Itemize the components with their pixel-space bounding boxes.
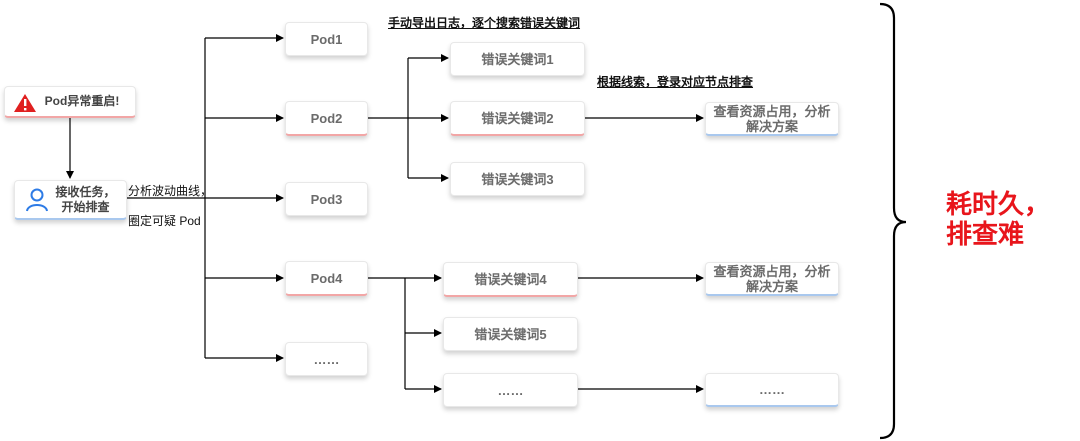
login-node-note: 根据线索，登录对应节点排查 xyxy=(597,75,754,89)
keyword-box-more: …… xyxy=(443,373,578,407)
analysis-label-line2: 圈定可疑 Pod xyxy=(128,214,201,228)
keyword-label: 错误关键词5 xyxy=(474,326,547,342)
analysis-label-line1: 分析波动曲线， xyxy=(128,184,213,198)
solution-line1: 查看资源占用，分析 xyxy=(713,263,831,279)
pod-label: Pod2 xyxy=(310,110,343,126)
keyword-box-5: 错误关键词5 xyxy=(443,317,578,351)
task-box: 接收任务， 开始排查 xyxy=(14,180,127,220)
keyword-label: 错误关键词2 xyxy=(481,110,554,126)
pod-box-2: Pod2 xyxy=(285,101,368,136)
right-brace xyxy=(879,2,907,440)
keyword-label: 错误关键词3 xyxy=(481,171,554,187)
pod-label: Pod4 xyxy=(310,270,343,286)
keyword-box-2: 错误关键词2 xyxy=(450,101,585,136)
pod-box-3: Pod3 xyxy=(285,182,368,216)
conclusion-line2: 排查难 xyxy=(946,220,1025,250)
solution-line1: 查看资源占用，分析 xyxy=(713,103,831,119)
solution-line2: 解决方案 xyxy=(745,278,798,294)
conclusion-text: 耗时久， 排查难 xyxy=(946,190,1050,250)
solution-box-1: 查看资源占用，分析 解决方案 xyxy=(705,102,839,136)
conclusion-line1: 耗时久， xyxy=(946,190,1051,220)
pod-label: Pod3 xyxy=(310,191,343,207)
solution-line2: 解决方案 xyxy=(745,118,798,134)
task-label-line2: 开始排查 xyxy=(61,199,110,214)
pod-label: Pod1 xyxy=(310,31,343,47)
pod-label: …… xyxy=(313,351,340,367)
ellipsis-box: …… xyxy=(705,373,839,407)
user-icon xyxy=(26,188,48,212)
pod-box-1: Pod1 xyxy=(285,22,368,56)
keyword-box-1: 错误关键词1 xyxy=(450,42,585,76)
pod-box-more: …… xyxy=(285,342,368,376)
task-label-line1: 接收任务， xyxy=(55,184,116,199)
pod-box-4: Pod4 xyxy=(285,261,368,296)
keyword-box-4: 错误关键词4 xyxy=(443,262,578,297)
export-logs-note: 手动导出日志，逐个搜索错误关键词 xyxy=(388,16,581,30)
solution-box-2: 查看资源占用，分析 解决方案 xyxy=(705,262,839,296)
alert-label: Pod异常重启! xyxy=(44,94,120,108)
ellipsis-label: …… xyxy=(759,382,785,397)
keyword-label: 错误关键词1 xyxy=(481,51,554,67)
alert-box: Pod异常重启! xyxy=(4,86,136,118)
keyword-label: …… xyxy=(497,382,524,398)
keyword-box-3: 错误关键词3 xyxy=(450,162,585,196)
keyword-label: 错误关键词4 xyxy=(474,271,547,287)
warning-icon xyxy=(14,94,36,112)
